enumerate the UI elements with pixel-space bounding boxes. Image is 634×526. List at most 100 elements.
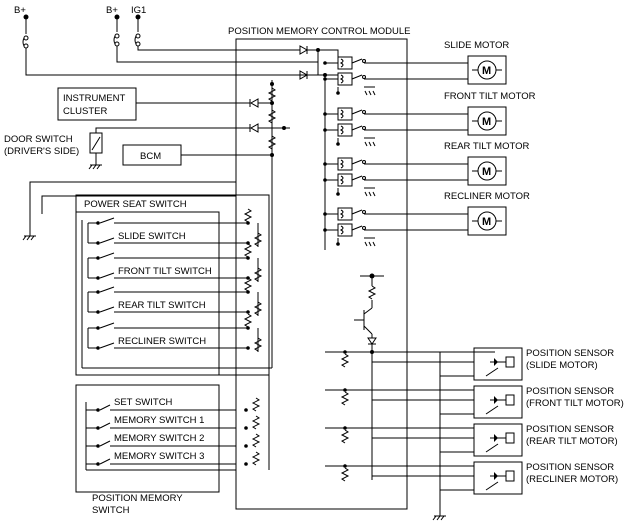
ground-icon xyxy=(432,515,446,521)
position-memory-switch-title-2: SWITCH xyxy=(92,505,130,516)
potentiometer-icon xyxy=(485,432,515,453)
motor-box xyxy=(467,206,507,236)
memory-switch-label: MEMORY SWITCH 2 xyxy=(114,433,204,444)
motor-label: SLIDE MOTOR xyxy=(444,40,509,51)
sensor-label-line2: (SLIDE MOTOR) xyxy=(526,360,598,371)
instrument-cluster-box xyxy=(57,87,137,121)
ground-icon xyxy=(88,164,102,170)
motor-box xyxy=(467,156,507,186)
motor-box xyxy=(467,106,507,136)
sensor-box xyxy=(473,347,523,381)
relay-icon xyxy=(323,56,407,86)
fuse-icon xyxy=(22,35,29,49)
switch-icon xyxy=(99,342,115,349)
sensor-label-line1: POSITION SENSOR xyxy=(526,462,614,473)
motor-label: FRONT TILT MOTOR xyxy=(444,91,536,102)
switch-icon xyxy=(99,458,111,465)
position-sensor-2: POSITION SENSOR(FRONT TILT MOTOR) xyxy=(325,385,624,419)
sensor-box xyxy=(473,385,523,419)
sensor-box xyxy=(473,461,523,495)
switch-icon xyxy=(99,237,115,244)
sensor-group: POSITION SENSOR(SLIDE MOTOR)POSITION SEN… xyxy=(325,347,624,495)
memory-switch-label: SET SWITCH xyxy=(114,397,173,408)
control-module-box xyxy=(235,38,408,510)
ig1-label: IG1 xyxy=(131,5,146,16)
power-seat-switch-label: REAR TILT SWITCH xyxy=(118,300,206,311)
instrument-cluster-label-2: CLUSTER xyxy=(63,106,107,117)
memory-switch-group: SET SWITCH MEMORY SWITCH 1 MEMORY SWITCH 2… xyxy=(85,389,270,471)
power-seat-switch-label: RECLINER SWITCH xyxy=(118,336,206,347)
power-seat-switch-2: FRONT TILT SWITCH xyxy=(87,243,263,282)
relay-icon xyxy=(323,207,407,237)
motor-symbol: M xyxy=(482,166,491,178)
sensor-label-line1: POSITION SENSOR xyxy=(526,348,614,359)
memory-switch-2: MEMORY SWITCH 1 xyxy=(86,415,261,430)
memory-switch-1: SET SWITCH xyxy=(86,397,261,412)
supply-ig1: IG1 xyxy=(131,5,300,51)
switch-icon xyxy=(99,404,111,411)
fuse-icon xyxy=(113,33,120,47)
transistor-icon xyxy=(354,273,384,352)
power-seat-switch-3: REAR TILT SWITCH xyxy=(87,277,263,316)
power-seat-switch-1: SLIDE SWITCH xyxy=(87,208,263,247)
position-sensor-4: POSITION SENSOR(RECLINER MOTOR) xyxy=(325,461,618,495)
switch-icon xyxy=(91,136,101,151)
sensor-box xyxy=(473,423,523,457)
ground-icon xyxy=(22,235,36,241)
motor-box xyxy=(467,55,507,85)
motor-label: REAR TILT MOTOR xyxy=(444,141,529,152)
switch-icon xyxy=(99,217,115,224)
switch-icon xyxy=(99,322,115,329)
motor-label: RECLINER MOTOR xyxy=(444,191,530,202)
sensor-label-line2: (REAR TILT MOTOR) xyxy=(526,436,618,447)
memory-switch-label: MEMORY SWITCH 3 xyxy=(114,451,204,462)
memory-switch-3: MEMORY SWITCH 2 xyxy=(86,433,261,448)
power-seat-switch-title: POWER SEAT SWITCH xyxy=(84,199,187,210)
potentiometer-icon xyxy=(485,356,515,377)
switch-icon xyxy=(99,252,115,259)
module-title: POSITION MEMORY CONTROL MODULE xyxy=(228,26,410,37)
position-memory-switch-box xyxy=(75,384,220,493)
instrument-cluster-label-1: INSTRUMENT xyxy=(63,93,125,104)
supply-b-plus-1: B+ xyxy=(14,5,338,76)
fuse-icon xyxy=(134,33,141,47)
motor-1: SLIDE MOTOR M xyxy=(323,40,509,96)
switch-icon xyxy=(99,306,115,313)
position-sensor-1: POSITION SENSOR(SLIDE MOTOR) xyxy=(325,347,614,381)
diode-icon xyxy=(249,98,259,108)
b-plus-1-label: B+ xyxy=(14,5,26,16)
memory-switch-4: MEMORY SWITCH 3 xyxy=(86,451,261,466)
switch-icon xyxy=(99,440,111,447)
sensor-label-line2: (FRONT TILT MOTOR) xyxy=(526,398,624,409)
door-switch-label-1: DOOR SWITCH xyxy=(4,134,73,145)
relay-icon xyxy=(323,157,407,187)
relay-icon xyxy=(323,107,407,137)
motor-symbol: M xyxy=(482,65,491,77)
power-seat-switch-4: RECLINER SWITCH xyxy=(87,313,263,352)
door-switch-label-2: (DRIVER'S SIDE) xyxy=(4,146,79,157)
diode-icon xyxy=(249,123,259,133)
potentiometer-icon xyxy=(485,394,515,415)
sensor-label-line2: (RECLINER MOTOR) xyxy=(526,474,618,485)
motor-symbol: M xyxy=(482,116,491,128)
memory-switch-label: MEMORY SWITCH 1 xyxy=(114,415,204,426)
switch-icon xyxy=(99,422,111,429)
bcm-label: BCM xyxy=(140,151,161,162)
sensor-label-line1: POSITION SENSOR xyxy=(526,424,614,435)
power-seat-switch-box xyxy=(75,211,220,376)
motor-icon: M xyxy=(472,211,502,231)
motor-3: REAR TILT MOTOR M xyxy=(323,141,529,197)
switch-icon xyxy=(99,286,115,293)
supply-b-plus-2: B+ xyxy=(106,5,300,63)
sensor-label-line1: POSITION SENSOR xyxy=(526,386,614,397)
switch-icon xyxy=(99,272,115,279)
position-memory-switch-title-1: POSITION MEMORY xyxy=(92,493,183,504)
motor-icon: M xyxy=(472,60,502,80)
potentiometer-icon xyxy=(485,470,515,491)
motor-icon: M xyxy=(472,111,502,131)
motor-symbol: M xyxy=(482,216,491,228)
motor-4: RECLINER MOTOR M xyxy=(323,191,530,247)
